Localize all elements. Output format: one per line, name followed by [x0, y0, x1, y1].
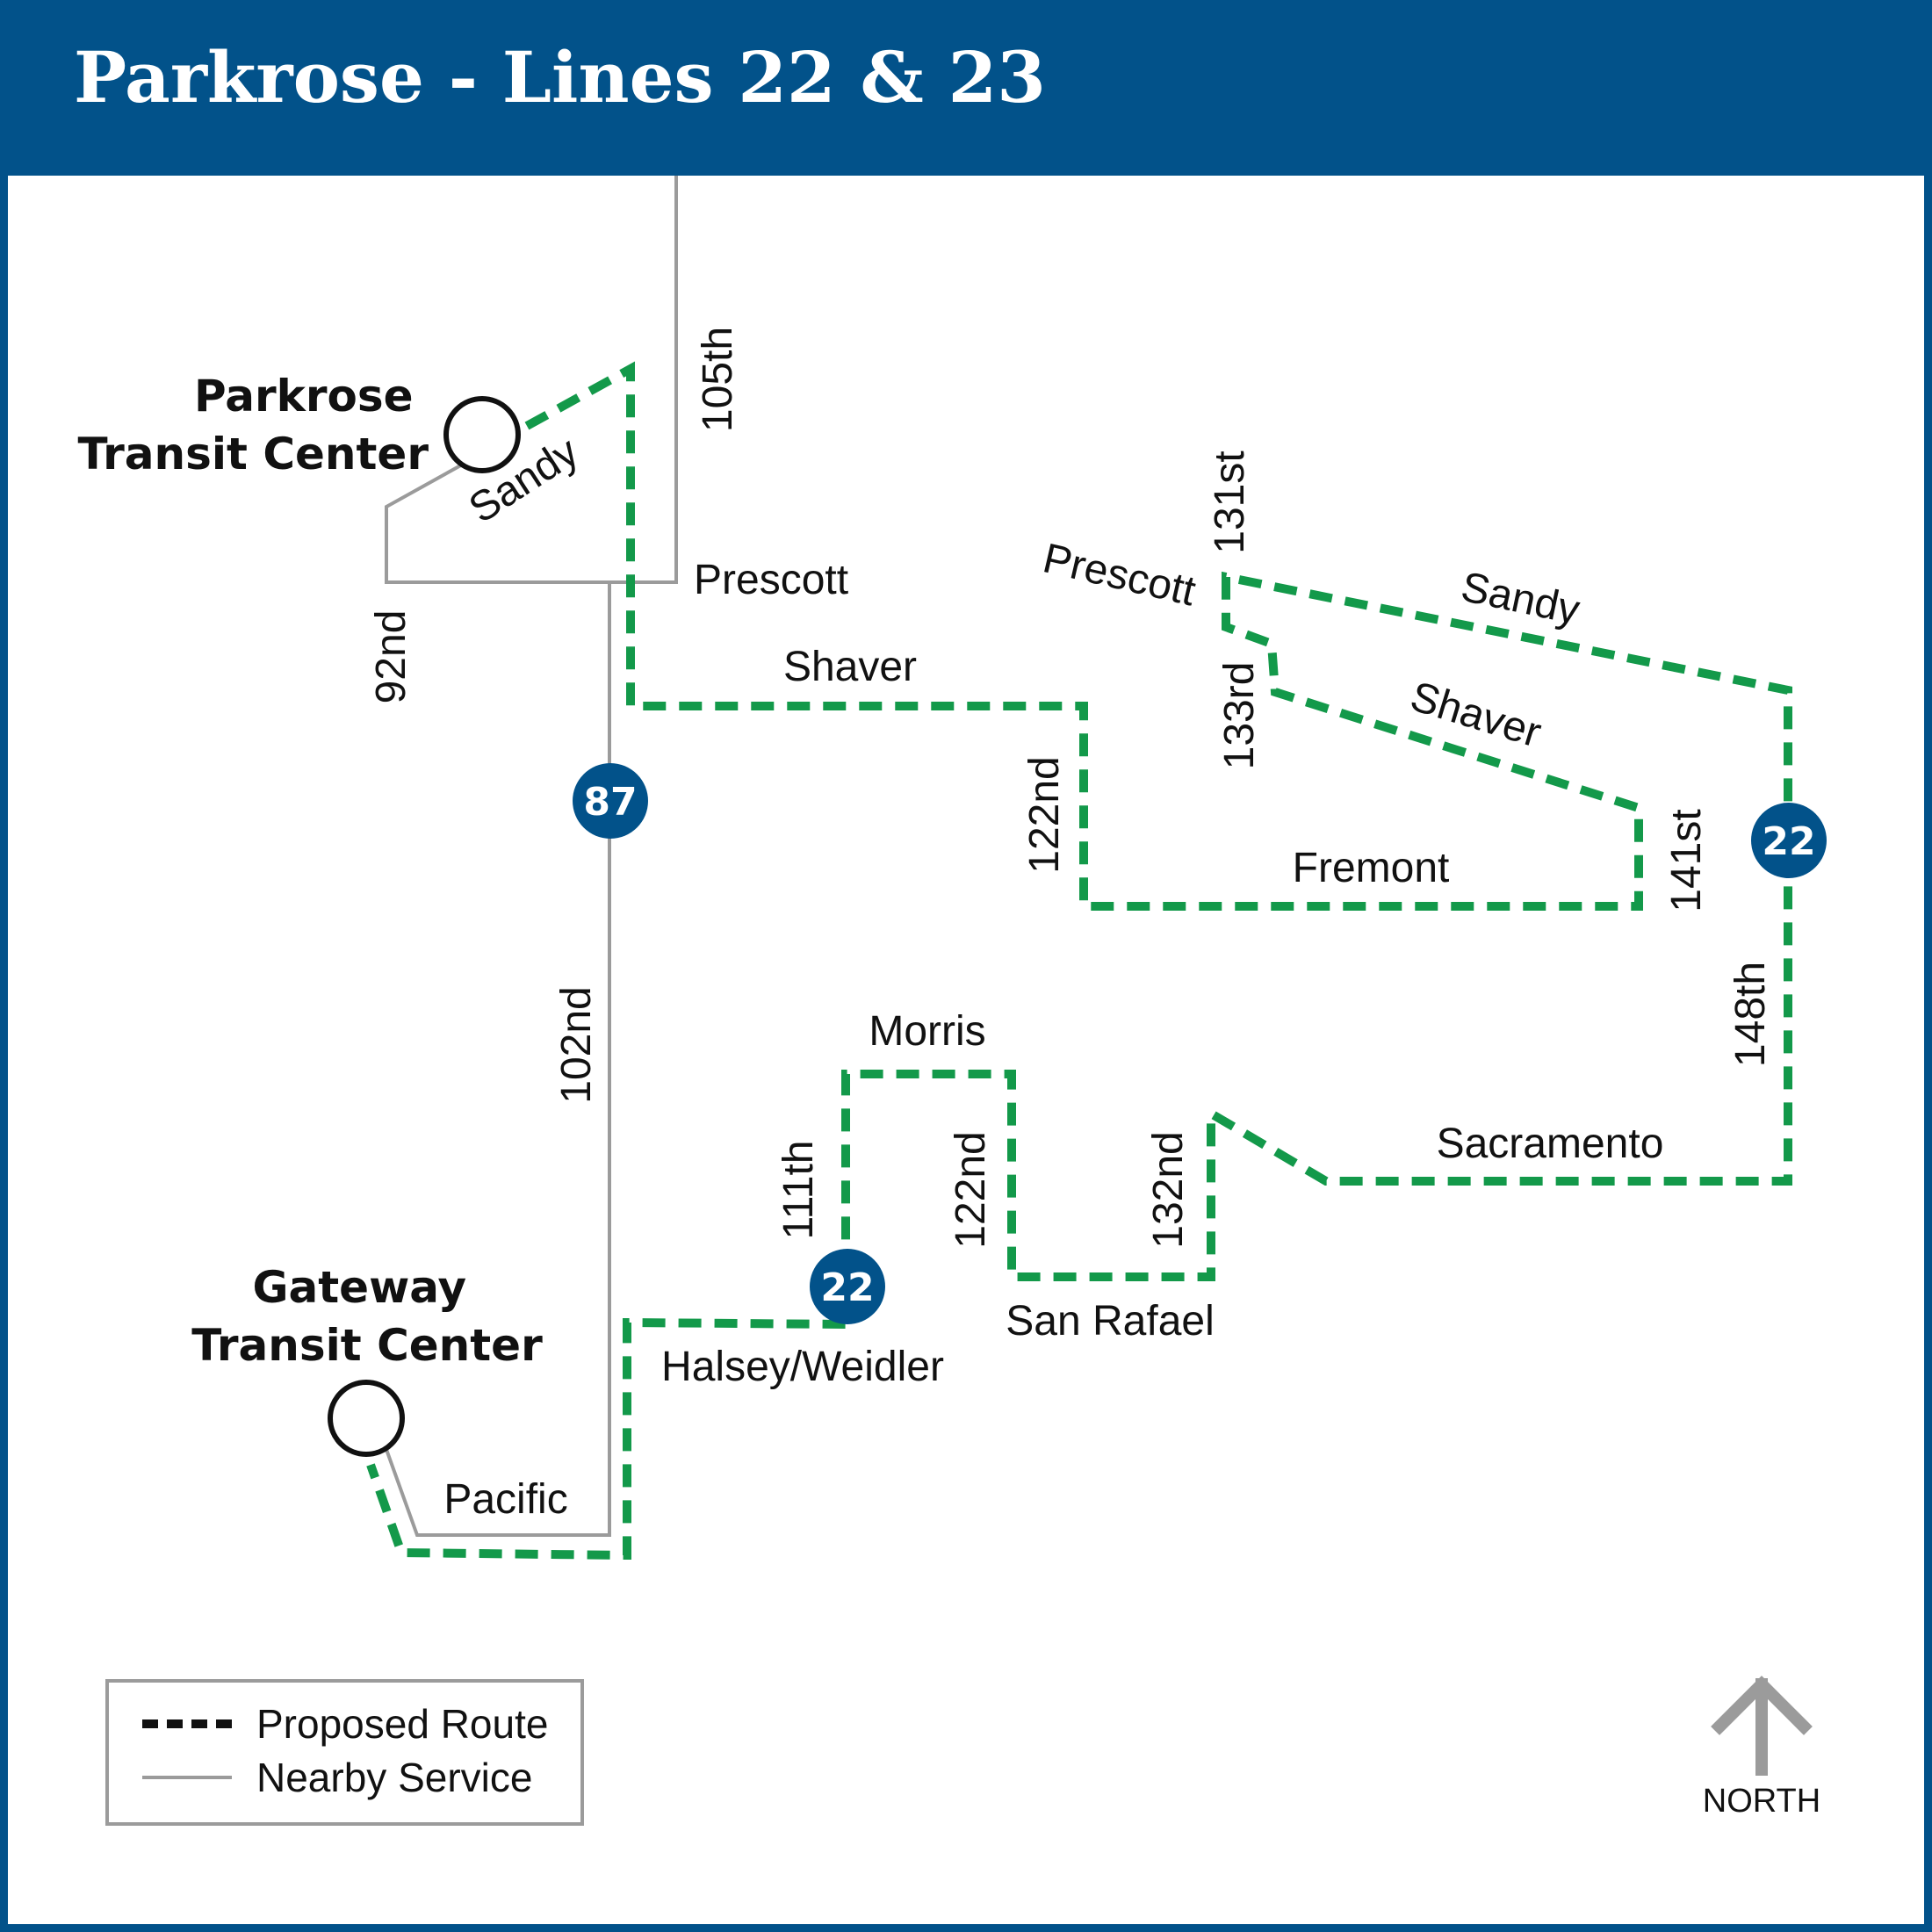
parkrose-transit-center-circle[interactable] — [443, 396, 521, 473]
north-arrow-icon — [1711, 1676, 1813, 1776]
street-label-pacific: Pacific — [443, 1476, 567, 1523]
street-label-148th: 148th — [1727, 962, 1774, 1067]
street-label-105th: 105th — [695, 327, 741, 432]
route-badge-87-label: 87 — [583, 780, 637, 825]
street-label-prescott-west: Prescott — [694, 557, 848, 603]
street-label-111th: 111th — [775, 1141, 822, 1240]
line-105th-prescott-sandy — [385, 176, 678, 584]
gateway-transit-center-circle[interactable] — [328, 1380, 405, 1457]
street-label-122nd-south: 122nd — [948, 1131, 994, 1248]
route-north-loop — [366, 361, 1792, 1561]
street-label-morris: Morris — [869, 1008, 985, 1055]
route-badge-22-south[interactable]: 22 — [810, 1249, 885, 1324]
route-badge-22-east-label: 22 — [1762, 819, 1815, 864]
nearby-service-lines — [383, 176, 678, 1537]
page-title: Parkrose - Lines 22 & 23 — [74, 36, 1046, 119]
street-label-halsey-weidler: Halsey/Weidler — [661, 1344, 944, 1390]
legend-nearby-label: Nearby Service — [256, 1755, 532, 1800]
parkrose-label-line-2: Transit Center — [78, 429, 429, 479]
street-label-shaver-west: Shaver — [783, 644, 917, 690]
gateway-transit-center-label: Gateway Transit Center — [191, 1262, 543, 1371]
street-label-prescott-east: Prescott — [1039, 535, 1200, 615]
legend-proposed-label: Proposed Route — [256, 1701, 548, 1747]
street-label-122nd-north: 122nd — [1021, 756, 1068, 873]
street-label-131st: 131st — [1207, 451, 1253, 553]
street-label-fremont: Fremont — [1293, 845, 1450, 891]
parkrose-transit-center-label: Parkrose Transit Center — [78, 371, 429, 479]
route-badge-22-east[interactable]: 22 — [1751, 803, 1827, 878]
legend-box — [105, 1679, 584, 1826]
street-label-141st: 141st — [1663, 809, 1710, 912]
parkrose-label-line-1: Parkrose — [194, 371, 414, 422]
legend: Proposed Route Nearby Service — [105, 1679, 584, 1826]
street-label-102nd: 102nd — [553, 986, 600, 1103]
proposed-route-lines — [366, 361, 1792, 1561]
line-102nd — [383, 582, 611, 1537]
gateway-label-line-1: Gateway — [252, 1262, 466, 1313]
street-label-132nd: 132nd — [1145, 1131, 1192, 1248]
title-bar: Parkrose - Lines 22 & 23 — [0, 0, 1932, 176]
street-label-san-rafael: San Rafael — [1006, 1298, 1215, 1344]
gateway-label-line-2: Transit Center — [191, 1320, 543, 1371]
route-badge-87[interactable]: 87 — [573, 763, 648, 839]
street-label-sandy-east: Sandy — [1457, 564, 1583, 634]
street-label-133rd: 133rd — [1216, 662, 1263, 770]
north-label: NORTH — [1703, 1783, 1820, 1820]
route-badge-22-south-label: 22 — [820, 1265, 874, 1310]
street-label-92nd: 92nd — [368, 610, 415, 704]
street-label-sacramento: Sacramento — [1437, 1121, 1664, 1167]
north-arrow: NORTH — [1703, 1676, 1820, 1820]
